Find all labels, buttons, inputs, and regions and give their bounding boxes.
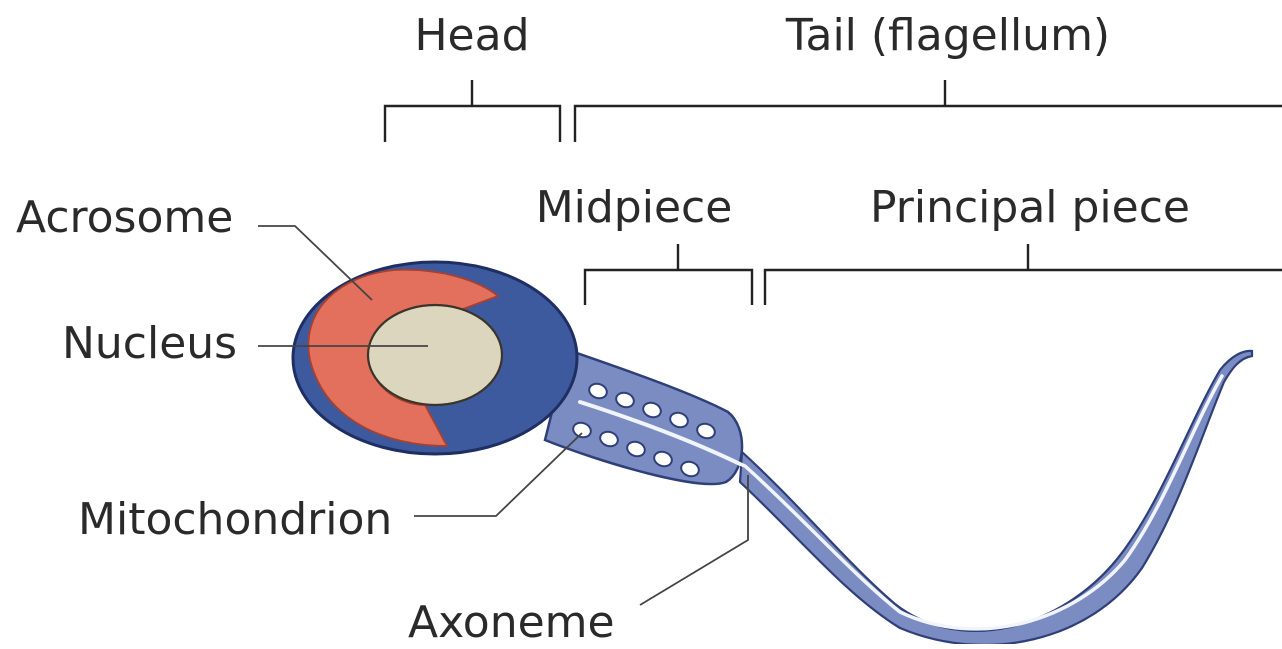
midpiece-bracket — [585, 244, 752, 305]
tail-bracket — [575, 80, 1282, 142]
label-tail: Tail (flagellum) — [785, 10, 1110, 61]
label-head: Head — [414, 10, 529, 61]
label-axoneme: Axoneme — [408, 597, 615, 644]
label-acrosome: Acrosome — [16, 192, 233, 243]
principal-piece-bracket — [765, 244, 1282, 305]
nucleus — [368, 305, 502, 405]
label-midpiece: Midpiece — [536, 182, 733, 233]
head-bracket — [385, 80, 560, 142]
label-nucleus: Nucleus — [62, 318, 237, 369]
axoneme-leader — [640, 475, 748, 605]
flagellum — [740, 351, 1252, 644]
label-mitochondrion: Mitochondrion — [78, 494, 392, 545]
label-principal-piece: Principal piece — [870, 182, 1190, 233]
